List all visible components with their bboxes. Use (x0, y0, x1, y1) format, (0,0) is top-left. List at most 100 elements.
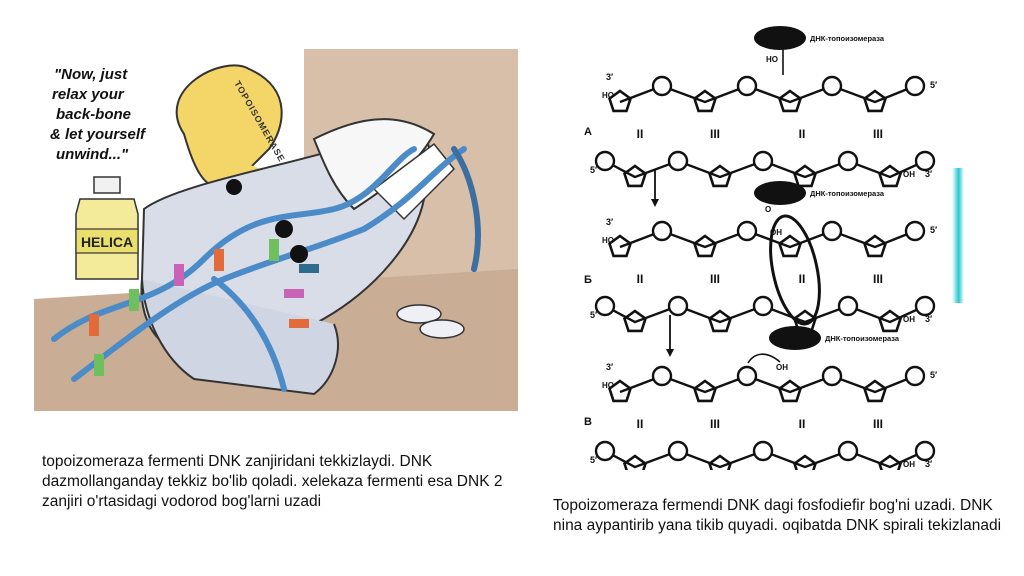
phosphate-row1-s1-1 (651, 220, 673, 242)
end-3-top-1: 3′ (606, 217, 613, 227)
enzyme-ho-a: HO (766, 55, 778, 64)
sugar-row0-s1-2 (692, 89, 718, 113)
bond-row2-2: II (799, 417, 806, 431)
sugar-row1-s2-1 (622, 309, 648, 333)
rejoin-arrow (747, 353, 781, 364)
oh-c: OH (776, 363, 788, 372)
dna-knots (226, 179, 308, 263)
phosphate-row0-s2-4 (752, 150, 774, 172)
sugar-row0-s2-7 (877, 164, 903, 188)
bond-row1-2: II (799, 272, 806, 286)
phosphate-row0-s2-8 (914, 150, 936, 172)
phosphate-row1-s2-4 (752, 295, 774, 317)
row-label-1: Б (584, 274, 592, 286)
enzyme-label-1: ДНК-топоизомераза (810, 189, 885, 198)
end-3-bottom-0: 3′ (925, 169, 932, 179)
phosphate-row0-s2-6 (837, 150, 859, 172)
enzyme-blob-1 (754, 181, 806, 205)
phosphate-row0-s1-7 (904, 75, 926, 97)
quote-line-5: unwind..." (56, 146, 129, 163)
quote-line-1: "Now, just (54, 66, 128, 83)
oh-bottom-2: OH (903, 460, 915, 469)
bond-row1-1: III (710, 272, 720, 286)
sugar-row2-s2-3 (707, 454, 733, 470)
oh-b: OH (770, 228, 782, 237)
sugar-row0-s1-6 (862, 89, 888, 113)
sugar-row0-s2-5 (792, 164, 818, 188)
phosphate-row1-s2-2 (667, 295, 689, 317)
enzyme-oh-c: OH (790, 341, 802, 350)
sugar-row2-s1-0 (607, 379, 633, 403)
sugar-row2-s2-7 (877, 454, 903, 470)
slippers (396, 304, 465, 339)
speech-quote: "Now, just relax your back-bone & let yo… (50, 66, 147, 163)
phosphate-row0-s1-3 (736, 75, 758, 97)
slide-accent (952, 168, 964, 303)
sugar-row1-s2-3 (707, 309, 733, 333)
sugar-row1-s1-0 (607, 234, 633, 258)
phosphate-row2-s1-7 (904, 365, 926, 387)
quote-line-3: back-bone (56, 106, 131, 123)
phosphate-row1-s2-0 (594, 295, 616, 317)
oh-bottom-0: OH (903, 170, 915, 179)
sugar-row2-s1-2 (692, 379, 718, 403)
sugar-row2-s1-6 (862, 379, 888, 403)
sugar-row1-s1-6 (862, 234, 888, 258)
end-3-top-0: 3′ (606, 72, 613, 82)
enzyme-o-b: O (765, 205, 771, 214)
phosphate-row2-s2-6 (837, 440, 859, 462)
end-5-bottom-0: 5′ (590, 165, 597, 175)
phosphate-row2-s2-4 (752, 440, 774, 462)
end-3-bottom-2: 3′ (925, 459, 932, 469)
phosphate-row1-s1-5 (821, 220, 843, 242)
sugar-row2-s2-1 (622, 454, 648, 470)
bond-row0-2: II (799, 127, 806, 141)
phosphate-row2-s2-2 (667, 440, 689, 462)
bond-row2-0: II (637, 417, 644, 431)
phosphate-row2-s1-3 (736, 365, 758, 387)
ho-top-0: HO (602, 91, 614, 100)
strand-passage-loop (769, 214, 821, 326)
step-arrowhead-1 (666, 349, 674, 357)
bond-row1-0: II (637, 272, 644, 286)
ho-top-1: HO (602, 236, 614, 245)
quote-line-2: relax your (52, 86, 125, 103)
sugar-row1-s1-2 (692, 234, 718, 258)
enzyme-label-0: ДНК-топоизомераза (810, 34, 885, 43)
sugar-row0-s2-1 (622, 164, 648, 188)
sugar-row2-s2-5 (792, 454, 818, 470)
topoisomerase-cartoon: "Now, just relax your back-bone & let yo… (34, 49, 518, 411)
step-arrowhead-0 (651, 199, 659, 207)
sugar-row0-s1-4 (777, 89, 803, 113)
phosphate-row0-s2-0 (594, 150, 616, 172)
end-5-bottom-2: 5′ (590, 455, 597, 465)
end-5-top-0: 5′ (930, 80, 937, 90)
end-3-bottom-1: 3′ (925, 314, 932, 324)
sugar-row2-s1-4 (777, 379, 803, 403)
sugar-row1-s1-4 (777, 234, 803, 258)
phosphate-row1-s2-6 (837, 295, 859, 317)
phosphate-row2-s1-1 (651, 365, 673, 387)
row-label-2: В (584, 416, 592, 428)
bond-row0-0: II (637, 127, 644, 141)
bond-row2-3: III (873, 417, 883, 431)
end-5-top-2: 5′ (930, 370, 937, 380)
bond-row1-3: III (873, 272, 883, 286)
phosphate-row0-s1-5 (821, 75, 843, 97)
end-3-top-2: 3′ (606, 362, 613, 372)
dna-strand (51, 146, 481, 392)
dna-bases (89, 239, 319, 376)
bottle-label: HELICA (81, 234, 133, 250)
phosphate-row0-s1-1 (651, 75, 673, 97)
enzyme-blob-0 (754, 26, 806, 50)
oh-bottom-1: OH (903, 315, 915, 324)
sugar-row0-s2-3 (707, 164, 733, 188)
phosphate-row1-s1-7 (904, 220, 926, 242)
phosphate-row0-s2-2 (667, 150, 689, 172)
sugar-row1-s2-7 (877, 309, 903, 333)
caption-left: topoizomeraza fermenti DNK zanjiridani t… (42, 452, 503, 510)
phosphate-row1-s1-3 (736, 220, 758, 242)
bond-row0-3: III (873, 127, 883, 141)
end-5-top-1: 5′ (930, 225, 937, 235)
